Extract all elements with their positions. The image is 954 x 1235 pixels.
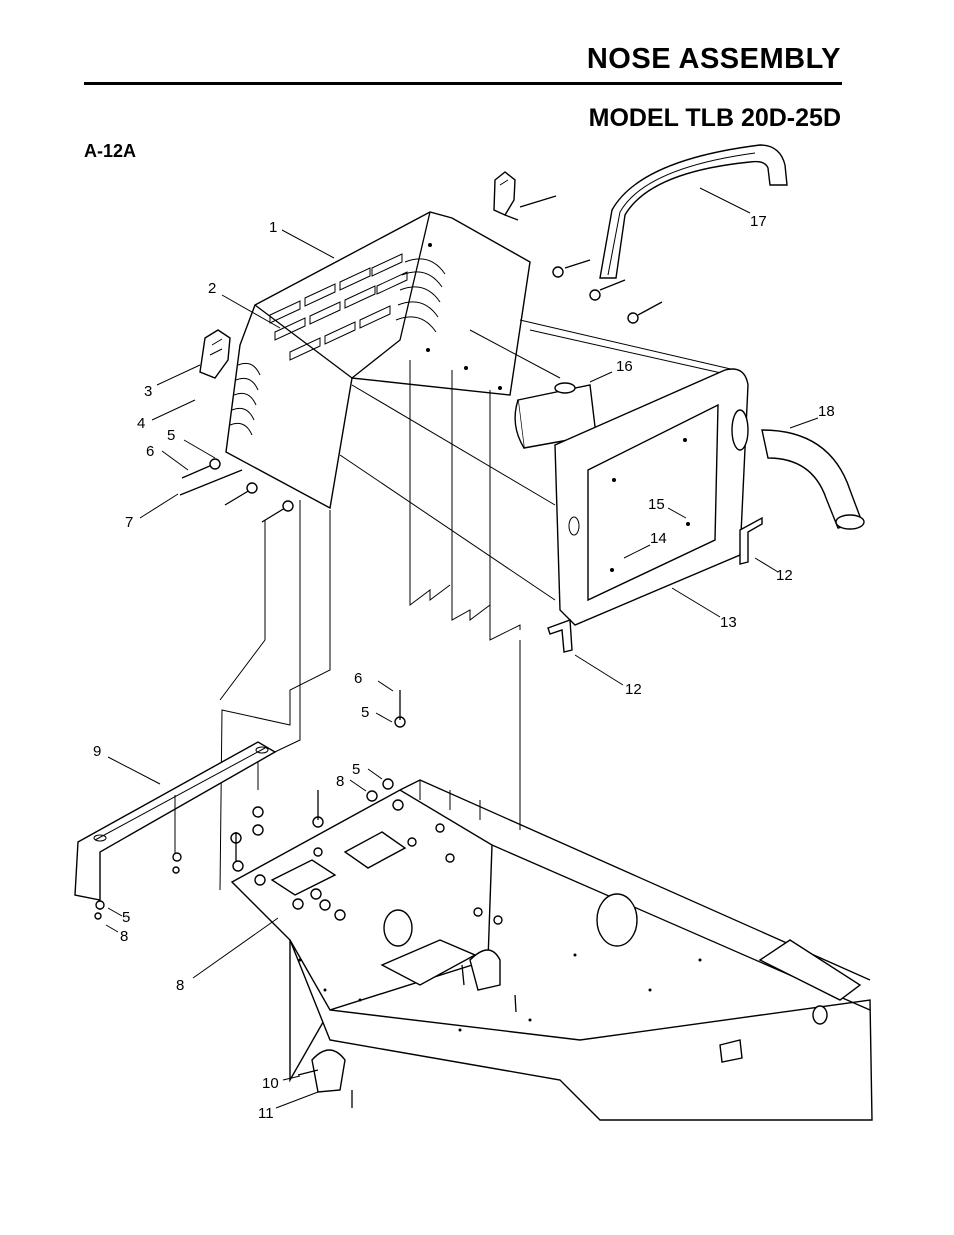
callout-12a: 12: [776, 567, 793, 584]
latch-left-part: [199, 329, 231, 379]
callout-5a: 5: [167, 427, 175, 444]
callout-11: 11: [258, 1105, 274, 1122]
callout-8b: 8: [120, 928, 128, 945]
callout-6a: 6: [146, 443, 154, 460]
alignment-lines: [219, 319, 736, 891]
callout-18: 18: [818, 403, 835, 420]
hose-part: [761, 429, 865, 530]
callout-7: 7: [125, 514, 133, 531]
header-rule: [84, 82, 842, 85]
front-panel-part: [554, 368, 749, 626]
bracket-parts: [547, 516, 763, 653]
figure-id: A-12A: [84, 141, 137, 161]
side-plate-part: [74, 741, 277, 920]
page-title: NOSE ASSEMBLY: [586, 43, 841, 75]
callout-15: 15: [648, 496, 665, 513]
hardware-bolts: [179, 195, 663, 523]
callout-10: 10: [262, 1075, 279, 1092]
nose-hood-part: [225, 211, 531, 510]
grab-handle-part: [599, 144, 788, 279]
callout-13: 13: [720, 614, 737, 631]
callout-14: 14: [650, 530, 667, 547]
callout-leaders: [105, 187, 819, 1109]
callout-6b: 6: [354, 670, 362, 687]
callout-5d: 5: [122, 909, 130, 926]
callout-1: 1: [269, 219, 277, 236]
main-frame-part: [230, 690, 873, 1121]
callout-5c: 5: [352, 761, 360, 778]
callout-8a: 8: [336, 773, 344, 790]
callout-2: 2: [208, 280, 216, 297]
callout-9: 9: [93, 743, 101, 760]
callout-17: 17: [750, 213, 767, 230]
callout-labels: 1 2 3 4 5 6 7 17 16 18 15 14 12 13 12 6 …: [93, 213, 835, 1122]
callout-5b: 5: [361, 704, 369, 721]
callout-16: 16: [616, 358, 633, 375]
callout-3: 3: [144, 383, 152, 400]
callout-4: 4: [137, 415, 145, 432]
model-subtitle: MODEL TLB 20D-25D: [588, 104, 841, 132]
callout-8c: 8: [176, 977, 184, 994]
callout-12b: 12: [625, 681, 642, 698]
latch-top-part: [493, 171, 516, 216]
